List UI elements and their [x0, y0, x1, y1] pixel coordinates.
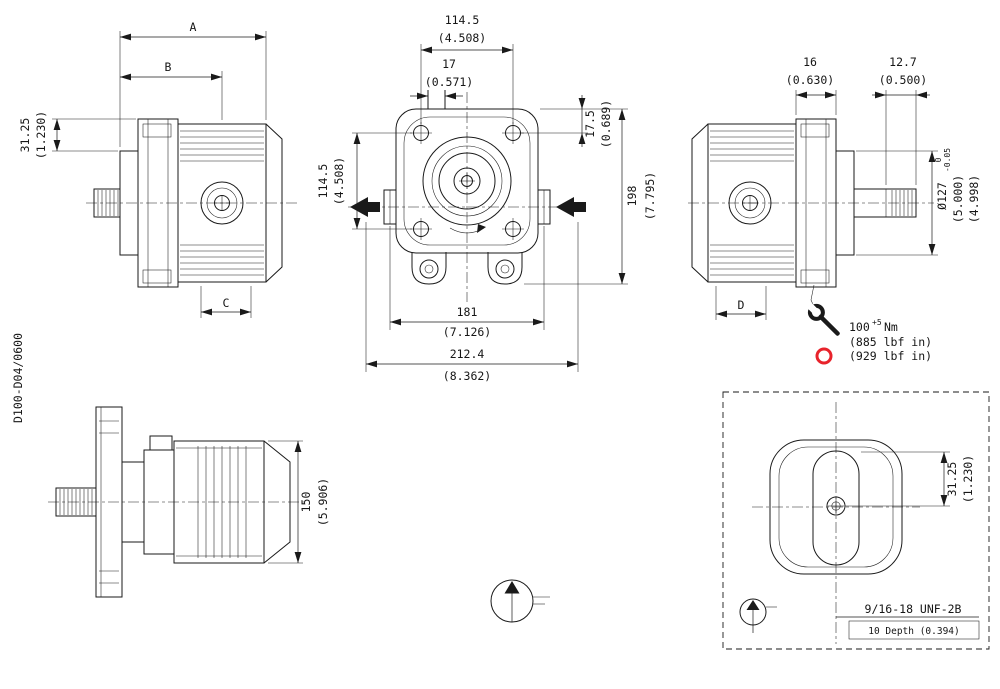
flow-triangle-icon: [746, 600, 760, 610]
thread-depth: 10 Depth (0.394): [868, 626, 960, 637]
flange-bolt-holes: [410, 122, 524, 240]
torque-tolerance: +5: [872, 318, 882, 327]
dim-175-in: (0.689): [599, 100, 613, 148]
neck-sections: [121, 435, 175, 555]
torque-alt1: (885 lbf in): [849, 335, 932, 349]
pump-symbol-small: [739, 598, 777, 633]
dim-c-label: C: [223, 296, 230, 310]
dia-in-lo: (4.998): [967, 175, 981, 223]
dim-17-mm: 17: [442, 57, 456, 71]
side-view-left: A B C 31.25 (1.230): [18, 20, 298, 318]
dim-3125-mm: 31.25: [18, 118, 32, 153]
dim-b: B: [120, 60, 223, 120]
dim-c: C: [200, 286, 252, 318]
dim-a-label: A: [190, 20, 197, 34]
mounting-ears: [411, 252, 523, 285]
dim-1145-top-in: (4.508): [438, 31, 486, 45]
dim-127-mm: 12.7: [889, 55, 917, 69]
dim-2124-in: (8.362): [443, 369, 491, 383]
rear-cover: [265, 123, 283, 283]
rotation-arrow-icon: [449, 224, 486, 234]
dim-114-5-top: 114.5 (4.508): [420, 13, 514, 124]
dia-in-hi: (5.000): [951, 175, 965, 223]
front-view: 114.5 (4.508) 17 (0.571) 17.5 (0.689) 11…: [316, 13, 657, 383]
rear-view-box: 31.25 (1.230) 9/16-18 UNF-2B 10 Depth (0…: [722, 391, 990, 650]
rear-body-contour: [778, 446, 894, 568]
pump-body: [177, 123, 283, 283]
dia-tol-hi: 0: [934, 157, 943, 162]
side-port: [200, 181, 244, 225]
shaft: [853, 188, 917, 218]
dim-198-in: (7.795): [643, 172, 657, 220]
dim-181: 181 (7.126): [389, 226, 545, 339]
rear-body-outline: [769, 439, 903, 575]
highlight-marker: [815, 347, 833, 365]
rear-cover: [263, 440, 291, 564]
dim-b-label: B: [165, 60, 172, 74]
torque-unit: Nm: [884, 320, 898, 334]
dim-a: A: [119, 20, 267, 147]
dia-tol-lo: -0.05: [943, 148, 952, 172]
wrench-icon: [805, 301, 840, 336]
flow-arrow-left-icon: [350, 197, 380, 217]
dim-d-label: D: [738, 298, 745, 312]
dim-17-5: 17.5 (0.689): [521, 95, 628, 148]
front-body-contour: [403, 116, 531, 246]
dim-17: 17 (0.571): [410, 57, 473, 100]
side-port: [728, 181, 772, 225]
dim-1145-left-in: (4.508): [332, 157, 346, 205]
dim-127-in: (0.500): [879, 73, 927, 87]
torque-annotation: 100 +5 Nm (885 lbf in) (929 lbf in): [805, 284, 932, 365]
doc-number: D100-D04/0600: [11, 333, 25, 423]
dim-198: 198 (7.795): [524, 109, 657, 285]
dim-16-in: (0.630): [786, 73, 834, 87]
pump-body: [707, 123, 797, 283]
dim-16: 16 (0.630): [786, 55, 837, 115]
dim-1145-left-mm: 114.5: [316, 164, 330, 199]
dim-16-mm: 16: [803, 55, 817, 69]
dim-d: D: [715, 286, 767, 320]
torque-value: 100: [849, 320, 870, 334]
flow-triangle-icon: [504, 581, 520, 594]
dim-181-in: (7.126): [443, 325, 491, 339]
pump-body: [173, 440, 291, 564]
side-view-right: 16 (0.630) 12.7 (0.500) Ø127 0 -0.05 (5.…: [688, 55, 981, 320]
flow-arrow-right-icon: [556, 197, 586, 217]
dim-17-in: (0.571): [425, 75, 473, 89]
dim-1145-top-mm: 114.5: [445, 13, 480, 27]
rib-lines: [197, 446, 247, 558]
dim-114-5-left: 114.5 (4.508): [316, 132, 412, 230]
dim-31-25: 31.25 (1.230): [18, 111, 136, 159]
dim-3125-rear-mm: 31.25: [945, 462, 959, 497]
thread-spec: 9/16-18 UNF-2B: [865, 602, 962, 616]
dim-175-mm: 17.5: [583, 110, 597, 138]
thread-callout: 9/16-18 UNF-2B 10 Depth (0.394): [836, 602, 980, 640]
rib-lines: [180, 130, 264, 276]
dim-150-mm: 150: [299, 492, 313, 513]
dim-181-mm: 181: [457, 305, 478, 319]
dim-dia-127: Ø127 0 -0.05 (5.000) (4.998): [856, 148, 981, 256]
shaft: [93, 188, 121, 218]
dim-3125-in: (1.230): [34, 111, 48, 159]
drain-port: [826, 496, 846, 516]
rear-cover: [691, 123, 709, 283]
torque-alt2: (929 lbf in): [849, 349, 932, 363]
pump-symbol: [490, 579, 550, 623]
dim-150: 150 (5.906): [268, 440, 330, 564]
side-view-bottom: 150 (5.906): [48, 406, 330, 598]
dim-198-mm: 198: [625, 186, 639, 207]
dim-212-4: 212.4 (8.362): [365, 222, 579, 383]
front-body-outline: [395, 108, 539, 254]
rear-cavity-outline: [812, 450, 860, 566]
dim-3125-rear-in: (1.230): [961, 455, 975, 503]
dia-127-label: Ø127: [935, 182, 949, 210]
dim-2124-mm: 212.4: [450, 347, 485, 361]
shaft-bore: [422, 136, 512, 226]
rib-lines: [710, 130, 794, 276]
detail-box-border: [722, 391, 990, 650]
dim-12-7: 12.7 (0.500): [872, 55, 930, 185]
dim-150-in: (5.906): [316, 478, 330, 526]
dim-31-25-rear: 31.25 (1.230): [845, 451, 975, 507]
